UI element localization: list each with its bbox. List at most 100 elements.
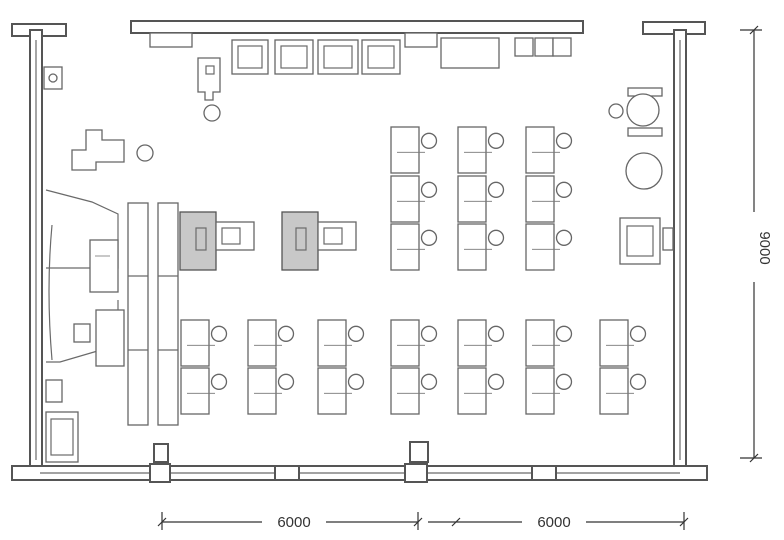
desk-unit xyxy=(390,319,438,367)
desk-unit xyxy=(457,223,505,271)
dimension-right-slash-end xyxy=(679,517,689,527)
student-desk xyxy=(247,367,277,415)
sink-unit-2-counter-inner xyxy=(323,227,343,245)
student-stool xyxy=(487,229,505,246)
top-left-equipment xyxy=(43,57,221,171)
equipment-stool xyxy=(136,144,154,162)
pier-1 xyxy=(153,443,169,463)
dimension-right-label: 6000 xyxy=(537,514,570,531)
dimension-vertical-label: 9000 xyxy=(756,231,773,264)
student-desk xyxy=(525,175,555,223)
student-desk xyxy=(180,319,210,367)
student-desk xyxy=(317,319,347,367)
bench-left xyxy=(127,202,149,426)
desk-unit xyxy=(317,319,365,367)
student-desk xyxy=(180,367,210,415)
teacher-desk-lower xyxy=(95,309,125,367)
cabinet-top-3-inner xyxy=(280,45,308,69)
round-table-upper xyxy=(626,93,660,127)
student-desk xyxy=(390,175,420,223)
student-desk xyxy=(525,126,555,174)
student-desk xyxy=(599,319,629,367)
student-desk xyxy=(457,319,487,367)
front-platform xyxy=(45,189,125,463)
desk-unit xyxy=(525,319,573,367)
student-stool xyxy=(555,132,573,149)
student-stool xyxy=(347,325,365,342)
student-stool xyxy=(420,181,438,198)
dimension-right-label-bg xyxy=(522,510,586,532)
student-desk xyxy=(525,319,555,367)
student-stool xyxy=(629,325,647,342)
cabinet-top-10 xyxy=(552,37,572,57)
cabinet-top-6 xyxy=(404,32,438,48)
dimension-right-slash-start xyxy=(451,517,461,527)
desk-unit xyxy=(390,126,438,174)
student-stool xyxy=(420,325,438,342)
right-cabinet xyxy=(619,217,661,265)
sink-unit-1-counter xyxy=(215,221,255,251)
desk-unit xyxy=(525,223,573,271)
student-stool xyxy=(555,181,573,198)
desk-unit xyxy=(390,367,438,415)
student-stool xyxy=(487,325,505,342)
desk-unit xyxy=(599,367,647,415)
round-table-bottom-bar xyxy=(627,127,663,137)
lectern-stool xyxy=(203,104,221,122)
student-desk xyxy=(457,223,487,271)
lectern-detail xyxy=(205,65,215,75)
dimension-lines: 6000 6000 9000 xyxy=(157,25,773,532)
round-table-lower xyxy=(625,152,663,190)
desk-unit xyxy=(525,367,573,415)
demonstration-bench xyxy=(127,202,179,426)
desk-unit xyxy=(525,175,573,223)
dimension-vertical-slash-bottom xyxy=(749,453,759,463)
desk-unit xyxy=(525,126,573,174)
student-desk xyxy=(390,319,420,367)
desk-unit xyxy=(390,175,438,223)
student-stool xyxy=(487,132,505,149)
cabinet-top-2 xyxy=(231,39,269,75)
dimension-left-label-bg xyxy=(262,510,326,532)
dimension-left-slash-end xyxy=(413,517,423,527)
student-desk xyxy=(247,319,277,367)
student-stool xyxy=(629,373,647,390)
right-wall-box xyxy=(662,227,674,251)
cabinet-top-8 xyxy=(514,37,534,57)
cabinet-top-9 xyxy=(534,37,554,57)
top-wall xyxy=(130,20,584,34)
student-desk xyxy=(525,223,555,271)
cabinet-top-5-inner xyxy=(367,45,395,69)
desk-unit xyxy=(457,319,505,367)
desk-unit xyxy=(390,223,438,271)
top-cabinets xyxy=(149,32,572,75)
student-desk xyxy=(390,223,420,271)
student-desk xyxy=(599,367,629,415)
right-equipment xyxy=(608,87,674,265)
student-stool xyxy=(277,373,295,390)
desk-unit xyxy=(180,367,228,415)
sink-unit-1-basin xyxy=(195,227,207,251)
dimension-left-slash-start xyxy=(157,517,167,527)
wall-niche xyxy=(45,379,63,403)
blackboard-arc xyxy=(48,224,53,361)
student-stool xyxy=(420,373,438,390)
dimension-vertical-slash-top xyxy=(749,25,759,35)
pier-2 xyxy=(409,441,429,463)
dimension-left-label: 6000 xyxy=(277,514,310,531)
dimension-vertical-label-bg xyxy=(744,212,766,282)
desk-unit xyxy=(247,367,295,415)
student-desk xyxy=(525,367,555,415)
student-desk xyxy=(457,367,487,415)
column-4 xyxy=(531,465,557,481)
sink-unit-1 xyxy=(179,211,217,271)
student-desk xyxy=(317,367,347,415)
cabinet-top-7 xyxy=(440,37,500,69)
desk-unit xyxy=(317,367,365,415)
desk-unit xyxy=(247,319,295,367)
desk-unit xyxy=(180,319,228,367)
student-stool xyxy=(210,325,228,342)
walls xyxy=(11,20,708,483)
student-stool xyxy=(420,229,438,246)
